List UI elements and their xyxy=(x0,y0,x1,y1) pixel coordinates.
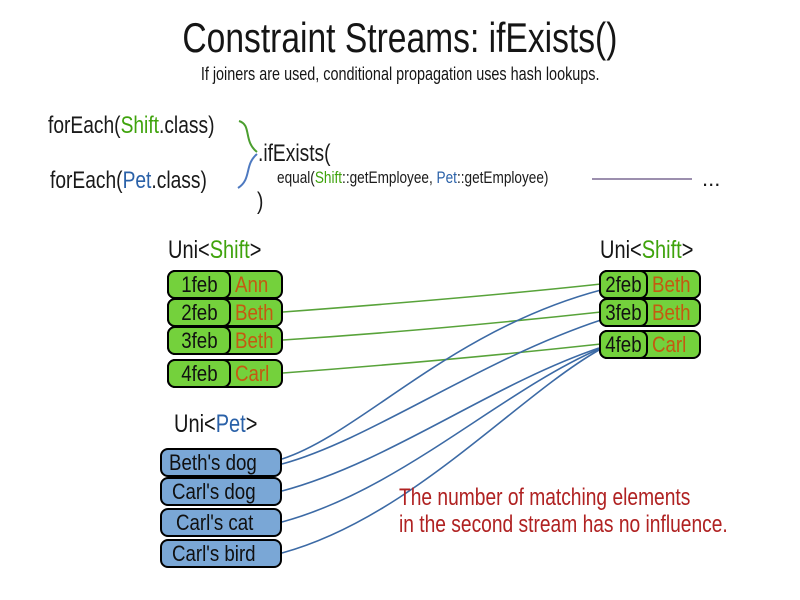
header-suffix: > xyxy=(245,410,258,438)
annotation-line-1: The number of matching elements xyxy=(399,484,691,511)
header-type: Shift xyxy=(641,236,682,264)
code-foreach-pet: forEach(Pet.class) xyxy=(50,167,246,195)
code-foreach-shift: forEach(Shift.class) xyxy=(48,112,256,140)
match-line-carlscat-right4feb xyxy=(281,348,600,523)
ellipsis-text: ... xyxy=(702,166,721,191)
right-shift-stream-header: Uni<Shift> xyxy=(600,236,717,265)
page-title: Constraint Streams: ifExists() xyxy=(182,14,618,61)
foreach-pet-prefix: forEach( xyxy=(50,167,123,194)
shift-date-cell: 2feb xyxy=(167,298,231,327)
equal-prefix: equal( xyxy=(277,168,315,187)
match-line-left2feb-right2feb xyxy=(282,283,602,313)
shift-row-2feb-beth: 2feb Beth xyxy=(167,298,283,327)
shift-date-cell: 2feb xyxy=(599,270,648,299)
header-type: Pet xyxy=(215,410,246,438)
shift-date-cell: 3feb xyxy=(167,326,231,355)
shift-row-4feb-carl: 4feb Carl xyxy=(599,330,701,359)
header-type: Shift xyxy=(209,236,250,264)
match-line-bethsdog-right3feb xyxy=(281,319,602,465)
code-ifexists: .ifExists( xyxy=(258,140,331,167)
brace-top-curve xyxy=(238,120,258,153)
pet-row-carls-cat: Carl's cat xyxy=(160,508,282,537)
code-close-paren: ) xyxy=(257,188,264,215)
shift-date-cell: 1feb xyxy=(167,270,231,299)
match-line-carlsdog-right4feb xyxy=(281,347,600,492)
header-suffix: > xyxy=(249,236,262,264)
foreach-shift-prefix: forEach( xyxy=(48,112,121,139)
shift-name-cell: Ann xyxy=(235,271,269,297)
shift-name-cell: Beth xyxy=(235,299,274,325)
shift-row-2feb-beth: 2feb Beth xyxy=(599,270,701,299)
shift-row-1feb-ann: 1feb Ann xyxy=(167,270,283,299)
shift-name-cell: Carl xyxy=(235,360,270,386)
shift-row-4feb-carl: 4feb Carl xyxy=(167,359,283,388)
shift-name-cell: Beth xyxy=(652,271,691,297)
equal-mid: ::getEmployee, xyxy=(342,168,437,187)
equal-shift-class: Shift xyxy=(314,168,343,187)
shift-name-cell: Beth xyxy=(235,327,274,353)
match-line-carlsbird-right4feb xyxy=(281,349,600,554)
shift-row-3feb-beth: 3feb Beth xyxy=(599,298,701,327)
foreach-shift-class: Shift xyxy=(120,112,159,139)
annotation-line-2: in the second stream has no influence. xyxy=(399,511,728,538)
pet-row-carls-bird: Carl's bird xyxy=(160,539,282,568)
page-subtitle: If joiners are used, conditional propaga… xyxy=(200,64,600,84)
foreach-shift-suffix: .class) xyxy=(158,112,215,139)
match-line-left4feb-right4feb xyxy=(282,343,602,374)
pet-row-beths-dog: Beth's dog xyxy=(160,448,282,477)
equal-pet-class: Pet xyxy=(436,168,457,187)
shift-date-cell: 4feb xyxy=(599,330,648,359)
foreach-pet-suffix: .class) xyxy=(151,167,207,194)
shift-row-3feb-beth: 3feb Beth xyxy=(167,326,283,355)
header-prefix: Uni< xyxy=(600,236,642,264)
brace-bottom-curve xyxy=(237,153,258,189)
header-prefix: Uni< xyxy=(174,410,216,438)
match-line-bethsdog-right2feb xyxy=(281,289,602,460)
equal-suffix: ::getEmployee) xyxy=(456,168,549,187)
code-equal-joiner: equal(Shift::getEmployee, Pet::getEmploy… xyxy=(277,168,616,188)
foreach-pet-class: Pet xyxy=(122,167,152,194)
shift-name-cell: Beth xyxy=(652,299,691,325)
pet-row-carls-dog: Carl's dog xyxy=(160,477,282,506)
shift-name-cell: Carl xyxy=(652,331,687,357)
shift-date-cell: 3feb xyxy=(599,298,648,327)
pet-stream-header: Uni<Pet> xyxy=(174,410,278,439)
header-prefix: Uni< xyxy=(168,236,210,264)
shift-date-cell: 4feb xyxy=(167,359,231,388)
left-shift-stream-header: Uni<Shift> xyxy=(168,236,285,265)
header-suffix: > xyxy=(681,236,694,264)
match-line-left3feb-right3feb xyxy=(282,311,602,341)
